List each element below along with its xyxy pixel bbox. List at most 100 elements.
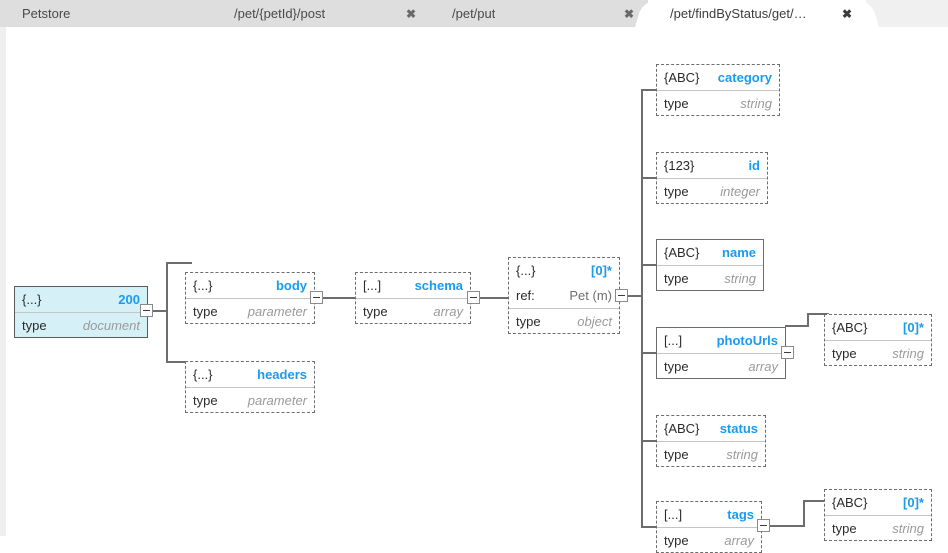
node-property-row: type string bbox=[825, 515, 931, 540]
node-title: schema bbox=[414, 278, 463, 293]
tab-close-icon[interactable]: ✖ bbox=[623, 6, 634, 21]
wire-trunk-to-tags bbox=[641, 526, 661, 528]
property-value: integer bbox=[720, 183, 760, 199]
node-kind-icon: {...} bbox=[193, 278, 213, 293]
pet-item-collapser[interactable] bbox=[615, 289, 628, 302]
property-key: type bbox=[664, 95, 689, 111]
property-key: type bbox=[832, 345, 857, 361]
wire-tags-elbow-v bbox=[803, 500, 805, 527]
node-pet-item[interactable]: {...} [0]* ref: Pet (m) type object bbox=[508, 257, 620, 334]
node-headers[interactable]: {...} headers type parameter bbox=[185, 361, 315, 413]
node-kind-icon: [...] bbox=[363, 278, 382, 293]
node-kind-icon: {...} bbox=[22, 292, 42, 307]
property-value: array bbox=[724, 532, 754, 548]
schema-tree-canvas[interactable]: {...} 200 type document {...} body type … bbox=[0, 27, 948, 553]
node-tags[interactable]: [...] tags type array bbox=[656, 501, 762, 553]
property-key: type bbox=[516, 313, 541, 329]
node-schema[interactable]: [...] schema type array bbox=[355, 272, 471, 324]
tab-pet-petid-post[interactable]: /pet/{petId}/post ✖ bbox=[199, 0, 443, 27]
wire-schema-to-petitem bbox=[474, 297, 516, 299]
node-header-row: {ABC} status bbox=[657, 416, 765, 441]
node-category[interactable]: {ABC} category type string bbox=[656, 64, 780, 116]
wire-photourls-elbow-a bbox=[785, 325, 809, 327]
node-header-row: {ABC} [0]* bbox=[825, 315, 931, 340]
response-collapser[interactable] bbox=[140, 304, 153, 317]
node-property-row: type array bbox=[657, 353, 785, 378]
photourls-collapser[interactable] bbox=[781, 346, 794, 359]
node-kind-icon: [...] bbox=[664, 333, 683, 348]
tab-pet-put[interactable]: /pet/put ✖ bbox=[417, 0, 661, 27]
property-value: string bbox=[726, 446, 758, 462]
property-value: string bbox=[740, 95, 772, 111]
node-kind-icon: [...] bbox=[664, 507, 683, 522]
node-property-row: type array bbox=[356, 298, 470, 323]
node-title: tags bbox=[727, 507, 754, 522]
node-title: [0]* bbox=[903, 495, 924, 510]
property-value: parameter bbox=[247, 303, 307, 319]
node-photourls[interactable]: [...] photoUrls type array bbox=[656, 327, 786, 379]
property-key: ref: bbox=[516, 288, 535, 303]
wire-photourls-elbow-v bbox=[807, 313, 809, 327]
node-kind-icon: {...} bbox=[193, 367, 213, 382]
node-property-row: type string bbox=[657, 90, 779, 115]
node-header-row: {...} body bbox=[186, 273, 314, 298]
canvas-left-gutter bbox=[0, 27, 6, 536]
node-ref-row: ref: Pet (m) bbox=[509, 283, 619, 308]
node-header-row: {123} id bbox=[657, 153, 767, 178]
node-title: [0]* bbox=[591, 263, 612, 278]
tab-bar: Petstore /pet/{petId}/post ✖ /pet/put ✖ … bbox=[0, 0, 948, 27]
wire-trunk-to-name bbox=[641, 264, 661, 266]
node-title: headers bbox=[257, 367, 307, 382]
property-value: array bbox=[433, 303, 463, 319]
node-property-row: type string bbox=[657, 441, 765, 466]
node-header-row: {ABC} [0]* bbox=[825, 490, 931, 515]
node-property-row: type string bbox=[825, 340, 931, 365]
wire-petitem-to-trunk bbox=[613, 295, 643, 297]
node-header-row: [...] schema bbox=[356, 273, 470, 298]
node-kind-icon: {ABC} bbox=[664, 421, 700, 436]
node-kind-icon: {...} bbox=[516, 263, 536, 278]
property-value: string bbox=[724, 270, 756, 286]
node-id[interactable]: {123} id type integer bbox=[656, 152, 768, 204]
node-title: body bbox=[275, 278, 307, 293]
wire-photourls-elbow-b bbox=[807, 313, 829, 315]
wire-body-to-schema bbox=[311, 297, 361, 299]
tab-pet-findbystatus-get[interactable]: /pet/findByStatus/get/… ✖ bbox=[635, 0, 879, 27]
body-collapser[interactable] bbox=[310, 291, 323, 304]
node-property-row: type string bbox=[657, 265, 763, 290]
tab-close-icon[interactable]: ✖ bbox=[841, 6, 852, 21]
node-title: category bbox=[717, 70, 772, 85]
node-header-row: {ABC} category bbox=[657, 65, 779, 90]
node-tags-item[interactable]: {ABC} [0]* type string bbox=[824, 489, 932, 541]
node-photourls-item[interactable]: {ABC} [0]* type string bbox=[824, 314, 932, 366]
node-kind-icon: {ABC} bbox=[664, 70, 700, 85]
tab-label: /pet/{petId}/post bbox=[234, 6, 326, 21]
wire-tags-elbow-b bbox=[803, 500, 829, 502]
tab-petstore[interactable]: Petstore bbox=[0, 0, 225, 27]
node-property-row: type integer bbox=[657, 178, 767, 203]
node-kind-icon: {ABC} bbox=[832, 495, 868, 510]
node-title: [0]* bbox=[903, 320, 924, 335]
node-name[interactable]: {ABC} name type string bbox=[656, 239, 764, 291]
node-kind-icon: {ABC} bbox=[664, 245, 700, 260]
node-header-row: [...] photoUrls bbox=[657, 328, 785, 353]
property-value: document bbox=[82, 317, 140, 333]
node-body[interactable]: {...} body type parameter bbox=[185, 272, 315, 324]
node-status[interactable]: {ABC} status type string bbox=[656, 415, 766, 467]
node-title: name bbox=[722, 245, 756, 260]
tab-label: /pet/put bbox=[452, 6, 496, 21]
tab-curve-right bbox=[853, 0, 879, 27]
trunk-response-children bbox=[166, 262, 168, 362]
node-kind-icon: {123} bbox=[664, 158, 695, 173]
node-response-200[interactable]: {...} 200 type document bbox=[14, 286, 148, 338]
node-header-row: {ABC} name bbox=[657, 240, 763, 265]
schema-collapser[interactable] bbox=[467, 291, 480, 304]
tags-collapser[interactable] bbox=[757, 519, 770, 532]
wire-trunk-to-category bbox=[641, 89, 661, 91]
property-value: array bbox=[748, 358, 778, 374]
node-title: 200 bbox=[118, 292, 140, 307]
property-value: parameter bbox=[247, 392, 307, 408]
wire-tags-elbow-a bbox=[755, 525, 805, 527]
tab-close-icon[interactable]: ✖ bbox=[405, 6, 416, 21]
node-property-row: type object bbox=[509, 308, 619, 333]
